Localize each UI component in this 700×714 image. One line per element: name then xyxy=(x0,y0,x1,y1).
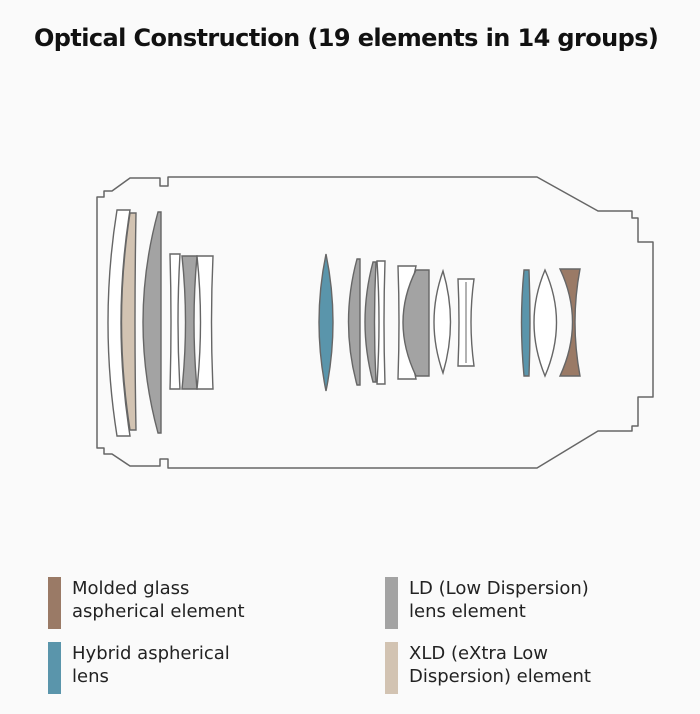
legend-label: Hybrid aspherical lens xyxy=(72,642,230,688)
lens-element-2-xld xyxy=(120,212,137,431)
legend-label-line: lens xyxy=(72,666,109,687)
legend-label-line: Molded glass xyxy=(72,578,190,599)
lens-element-15-hybrid xyxy=(520,269,531,377)
legend-swatch-xld xyxy=(385,642,398,694)
legend-swatch-hybrid-aspherical xyxy=(48,642,61,694)
legend-label: LD (Low Dispersion) lens element xyxy=(409,577,589,623)
lens-element-6-white xyxy=(196,255,214,390)
legend-swatch-ld xyxy=(385,577,398,629)
lens-element-12-ld xyxy=(402,269,430,377)
legend-swatch-molded-glass xyxy=(48,577,61,629)
lens-element-9-ld xyxy=(364,261,377,383)
legend-label-line: aspherical element xyxy=(72,601,245,622)
lens-element-7-hybrid xyxy=(318,253,334,392)
lens-element-3-ld xyxy=(142,211,162,434)
legend-label-line: lens element xyxy=(409,601,526,622)
legend-label: Molded glass aspherical element xyxy=(72,577,245,623)
legend-label: XLD (eXtra Low Dispersion) element xyxy=(409,642,591,688)
legend-label-line: Dispersion) element xyxy=(409,666,591,687)
lens-element-17-molded xyxy=(558,268,581,377)
lens-element-5-ld xyxy=(181,255,198,390)
lens-element-4-white xyxy=(169,253,181,390)
legend-label-line: Hybrid aspherical xyxy=(72,643,230,664)
legend-label-line: XLD (eXtra Low xyxy=(409,643,549,664)
lens-element-8-ld xyxy=(347,258,361,386)
diagram-title: Optical Construction (19 elements in 14 … xyxy=(34,24,659,52)
lens-element-10-white xyxy=(376,260,386,385)
lens-element-16-white xyxy=(533,268,558,378)
lens-barrel-outline xyxy=(96,176,654,469)
lens-element-13-white xyxy=(433,268,452,376)
legend-label-line: LD (Low Dispersion) xyxy=(409,578,589,599)
